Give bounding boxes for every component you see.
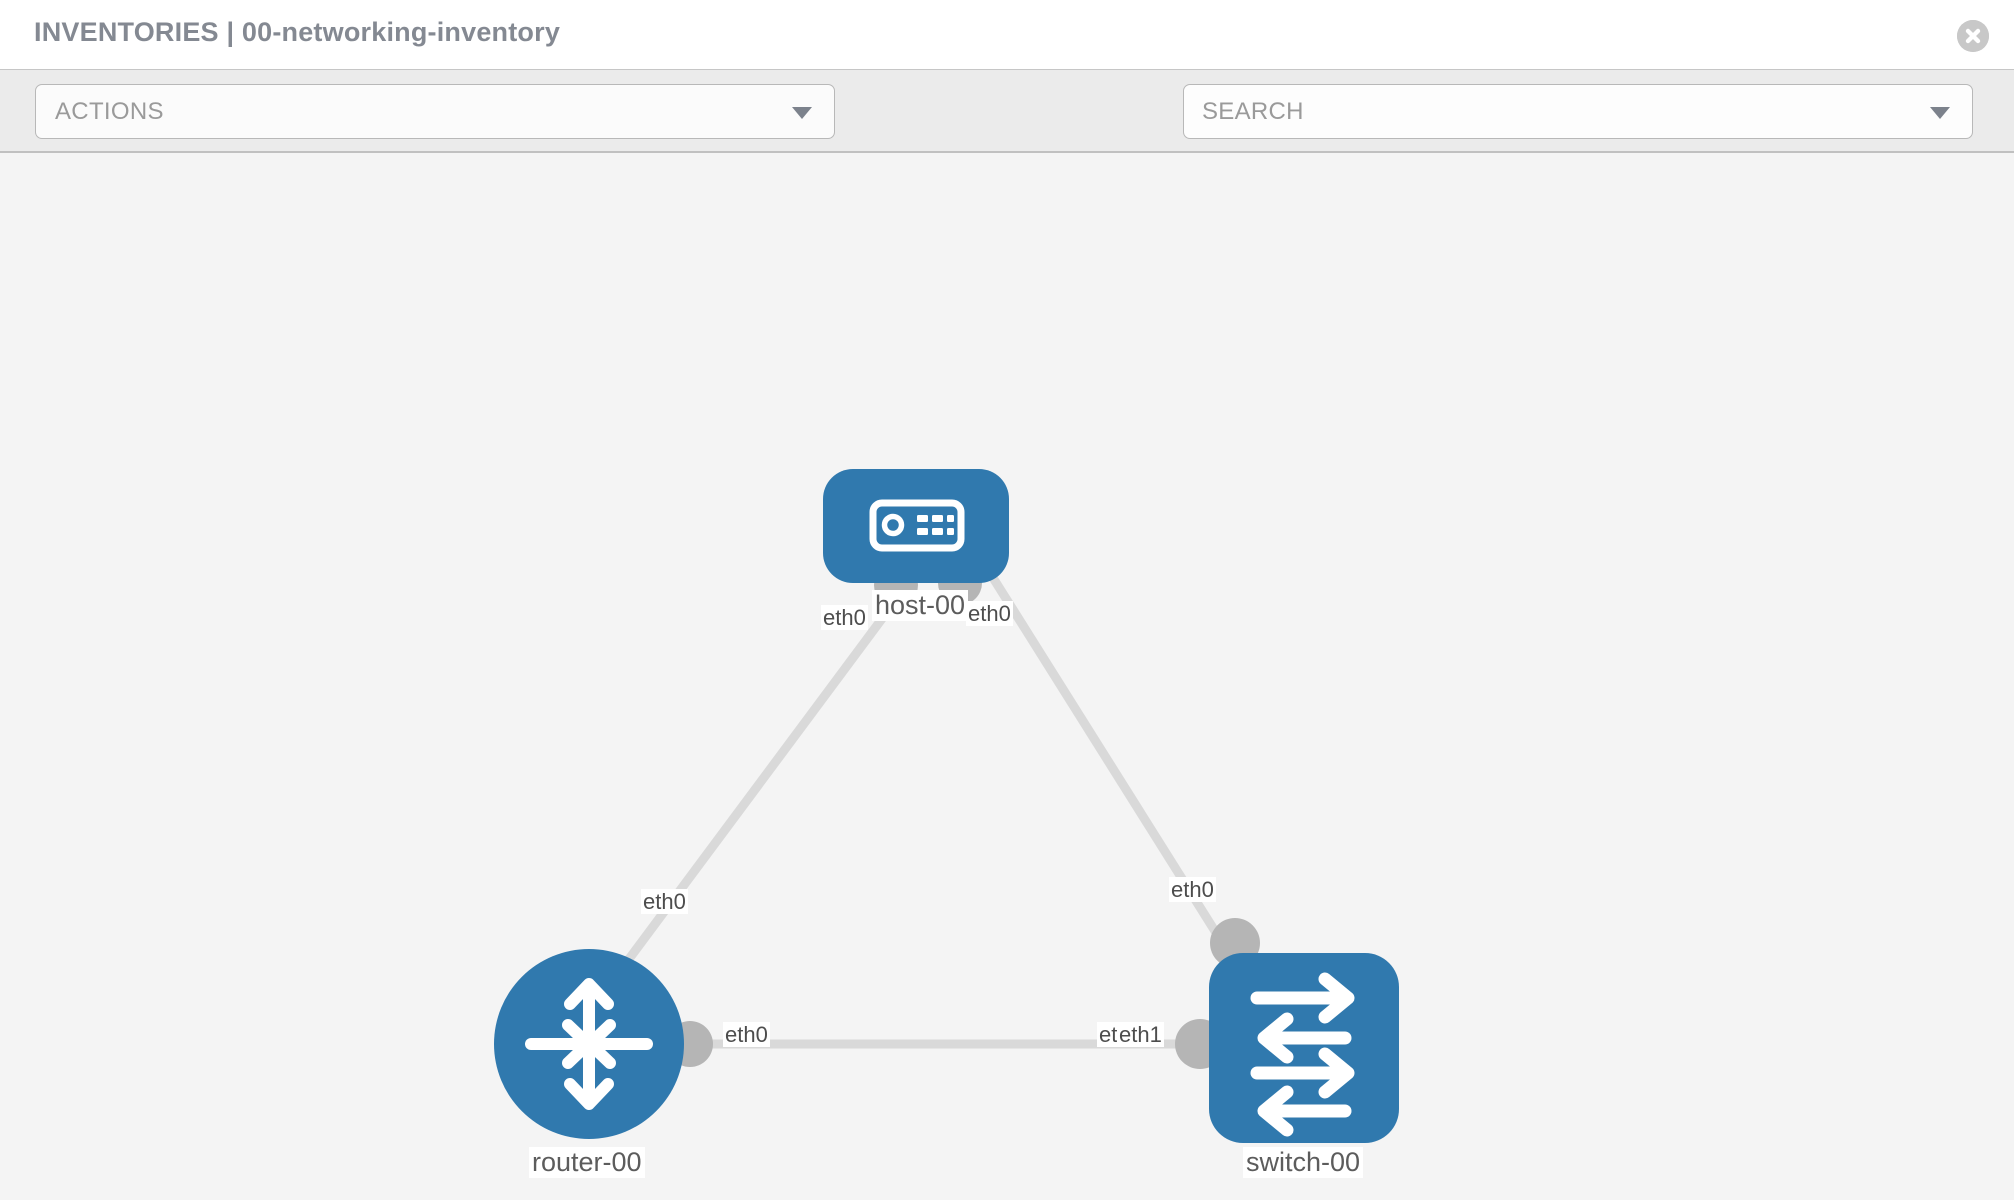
switch-arrows-icon [1250, 972, 1355, 1137]
search-placeholder: SEARCH [1202, 98, 1304, 125]
iface-label-router00-eth0: eth0 [723, 1022, 770, 1048]
iface-label-host00-eth0-right: eth0 [966, 601, 1013, 627]
node-router-00 [494, 949, 684, 1139]
page-title: INVENTORIES | 00-networking-inventory [34, 17, 561, 47]
node-switch-00 [1209, 953, 1399, 1143]
node-label-router-00: router-00 [529, 1147, 645, 1179]
edge-host00-switch00 [986, 570, 1239, 966]
close-icon[interactable] [1957, 20, 1989, 52]
chevron-down-icon [792, 107, 812, 119]
chevron-down-icon[interactable] [1930, 107, 1950, 119]
server-icon [869, 499, 965, 552]
iface-label-router00-eth0-uplink: eth0 [641, 889, 688, 915]
node-label-host-00: host-00 [872, 590, 969, 622]
search-input[interactable]: SEARCH [1183, 84, 1973, 139]
iface-label-host00-eth0-left: eth0 [821, 605, 868, 631]
node-host-00 [823, 469, 1009, 583]
node-label-switch-00: switch-00 [1243, 1147, 1364, 1179]
topology-graph [494, 469, 1399, 1143]
iface-label-switch00-eth0-uplink: eth0 [1169, 877, 1216, 903]
topology-canvas[interactable]: host-00 router-00 switch-00 eth0 eth0 et… [0, 153, 2014, 1200]
router-arrows-icon [525, 978, 653, 1110]
window-header: INVENTORIES | 00-networking-inventory [0, 0, 2014, 69]
edge-host00-router00 [596, 570, 920, 1001]
actions-dropdown[interactable]: ACTIONS [35, 84, 835, 139]
iface-label-switch00-eth1: eth1 [1117, 1022, 1164, 1048]
actions-dropdown-label: ACTIONS [55, 98, 164, 125]
toolbar: ACTIONS SEARC [0, 69, 2014, 194]
